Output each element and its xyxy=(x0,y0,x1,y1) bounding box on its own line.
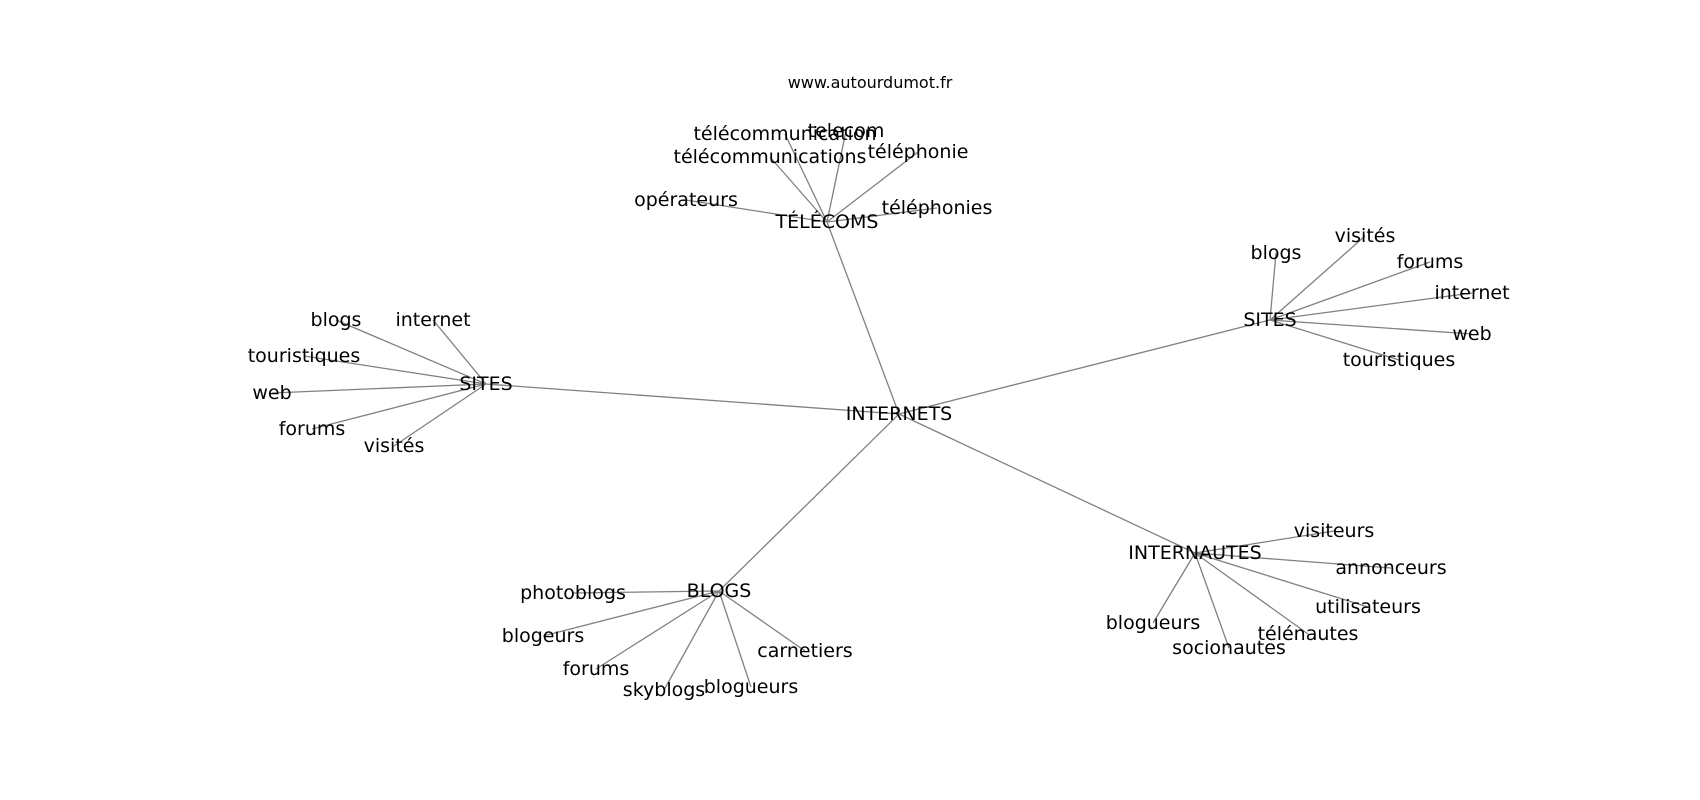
leaf-node-label: visiteurs xyxy=(1294,520,1375,542)
leaf-node-label: télécommunication xyxy=(693,123,876,145)
leaf-edge xyxy=(311,383,487,430)
leaf-edge xyxy=(1194,552,1230,649)
leaf-edge xyxy=(663,590,720,691)
leaf-edge xyxy=(1269,319,1473,335)
root-edge xyxy=(898,319,1271,415)
leaf-node-label: blogs xyxy=(1251,242,1302,264)
leaf-edge xyxy=(718,590,806,652)
leaf-node-label: téléphonies xyxy=(882,197,993,219)
leaf-edge xyxy=(826,130,847,223)
root-edge xyxy=(718,413,900,592)
leaf-node-label: telecom xyxy=(808,120,885,142)
leaf-edge xyxy=(1194,552,1369,608)
leaf-node-label: socionautes xyxy=(1172,637,1286,659)
leaf-edge xyxy=(1194,552,1309,635)
leaf-node-label: utilisateurs xyxy=(1315,596,1421,618)
hub-node-label: TÉLÉCOMS xyxy=(775,210,879,233)
leaf-edge xyxy=(784,133,828,223)
leaf-node-label: touristiques xyxy=(1343,349,1456,371)
site-credit: www.autourdumot.fr xyxy=(787,73,953,92)
leaf-edge xyxy=(1269,252,1277,321)
leaf-edge xyxy=(432,319,487,385)
leaf-node-label: annonceurs xyxy=(1335,557,1446,579)
leaf-node-label: visités xyxy=(364,435,425,457)
leaf-edge xyxy=(335,319,487,385)
leaf-node-label: blogueurs xyxy=(704,676,799,698)
leaf-edge xyxy=(1269,292,1473,321)
leaf-node-label: forums xyxy=(563,658,630,680)
hub-node-label: BLOGS xyxy=(687,580,752,602)
leaf-node-label: internet xyxy=(1434,282,1509,304)
leaf-edge xyxy=(303,355,487,385)
leaf-node-label: photoblogs xyxy=(520,582,626,604)
leaf-node-label: télécommunications xyxy=(674,146,867,168)
leaf-edge xyxy=(393,383,487,447)
root-edge xyxy=(826,221,900,415)
hub-node-label: SITES xyxy=(459,373,512,395)
graph-labels: INTERNETS TÉLÉCOMS télécommunicationteleco… xyxy=(248,120,1510,701)
leaf-node-label: blogs xyxy=(311,309,362,331)
leaf-edge xyxy=(271,383,487,394)
leaf-edge xyxy=(572,590,720,594)
leaf-edge xyxy=(1194,530,1335,554)
leaf-node-label: web xyxy=(1452,323,1491,345)
leaf-node-label: téléphonie xyxy=(868,141,969,163)
leaf-edge xyxy=(769,156,828,223)
leaf-node-label: blogeurs xyxy=(502,625,584,647)
leaf-edge xyxy=(1194,552,1392,569)
leaf-edge xyxy=(826,151,919,223)
root-edge xyxy=(485,383,900,415)
leaf-node-label: internet xyxy=(395,309,470,331)
leaf-edge xyxy=(1269,235,1366,321)
leaf-node-label: blogueurs xyxy=(1106,612,1201,634)
leaf-node-label: forums xyxy=(1397,251,1464,273)
leaf-node-label: web xyxy=(252,382,291,404)
leaf-node-label: skyblogs xyxy=(623,679,705,701)
graph-edges xyxy=(271,130,1473,691)
leaf-node-label: carnetiers xyxy=(757,640,852,662)
leaf-edge xyxy=(826,207,938,223)
root-edge xyxy=(898,413,1196,554)
leaf-node-label: opérateurs xyxy=(634,189,738,211)
leaf-edge xyxy=(1152,552,1196,624)
leaf-node-label: visités xyxy=(1335,225,1396,247)
leaf-edge xyxy=(595,590,720,670)
leaf-edge xyxy=(1269,261,1431,321)
leaf-node-label: forums xyxy=(279,418,346,440)
leaf-edge xyxy=(685,199,828,223)
hub-node-label: SITES xyxy=(1243,309,1296,331)
leaf-node-label: touristiques xyxy=(248,345,361,367)
leaf-edge xyxy=(542,590,720,637)
leaf-node-label: télénautes xyxy=(1258,623,1359,645)
leaf-edge xyxy=(718,590,752,688)
root-node-label: INTERNETS xyxy=(846,403,953,425)
leaf-edge xyxy=(1269,319,1400,361)
hub-node-label: INTERNAUTES xyxy=(1128,542,1261,564)
